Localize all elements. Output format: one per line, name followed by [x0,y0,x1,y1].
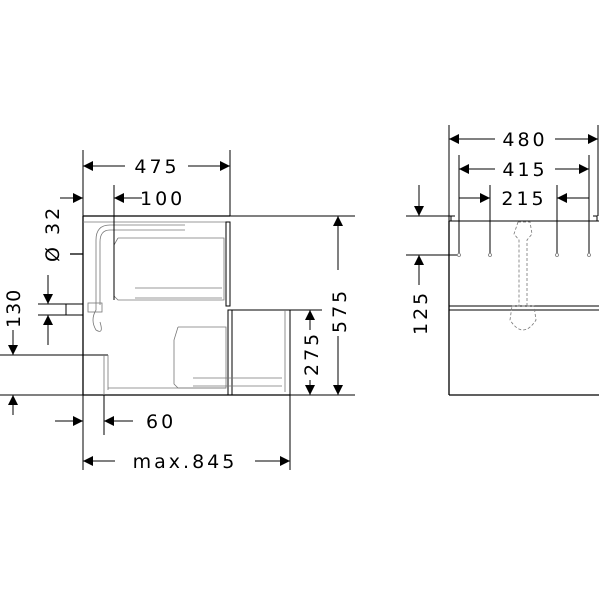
front-view: 480 415 215 125 [406,125,599,396]
dim-offset-60: 60 [146,411,176,433]
cabinet-front-outline [448,215,599,396]
dim-total-height-575: 575 [329,288,351,333]
dim-drawer-height-275: 275 [301,331,323,376]
dim-max-depth-845: max.845 [133,451,238,473]
mounting-hole [587,253,591,257]
dim-drain-diameter: Ø 32 [42,205,64,262]
dim-offset-100: 100 [140,188,185,210]
dim-width-480: 480 [502,129,547,151]
mounting-hole [555,253,559,257]
side-view: 475 100 Ø 32 130 60 max.845 275 575 [0,150,355,473]
drain-stub [65,303,84,316]
dim-hole-offset-125: 125 [410,290,432,335]
dim-depth-475: 475 [134,156,179,178]
mounting-hole [488,253,492,257]
siphon-hidden [513,221,533,306]
dim-hole-spacing-415: 415 [502,159,547,181]
dim-hole-spacing-215: 215 [501,188,546,210]
mounting-hole [457,253,461,257]
dim-drain-height-130: 130 [3,289,25,328]
